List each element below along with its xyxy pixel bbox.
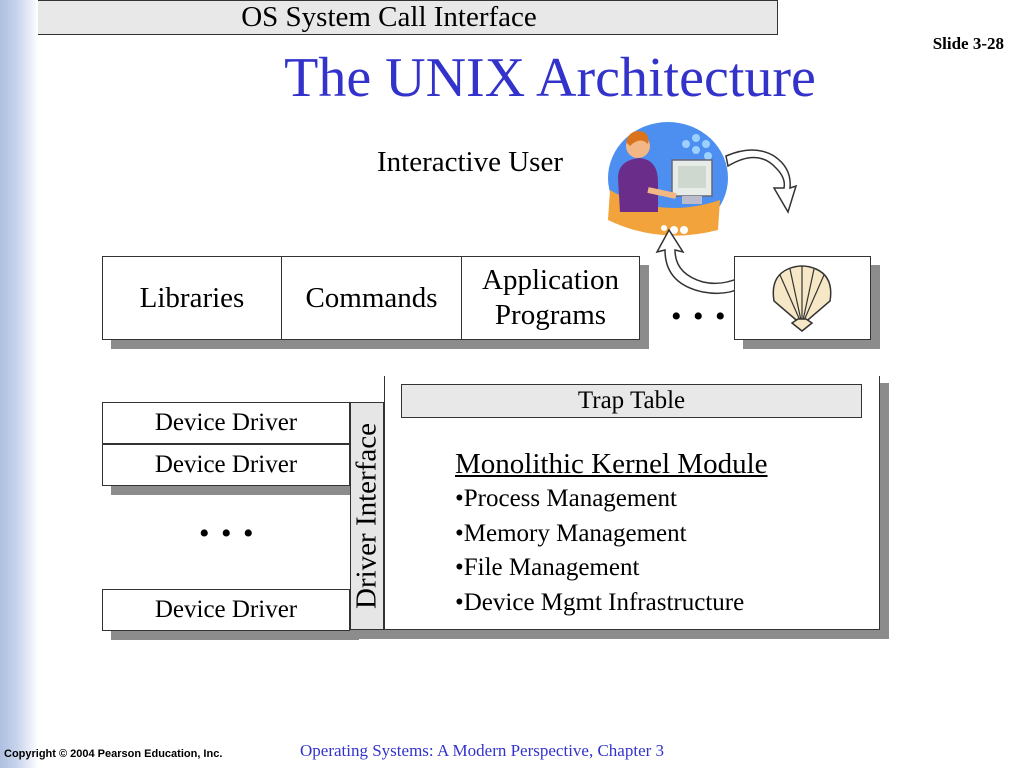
- kernel-module-text: Monolithic Kernel Module •Process Manage…: [455, 446, 768, 620]
- application-label-line2: Programs: [494, 299, 607, 331]
- trap-table-label: Trap Table: [577, 387, 686, 414]
- curved-arrow-icon: [655, 228, 742, 295]
- shell-icon: [772, 265, 832, 332]
- libraries-box: Libraries: [102, 256, 282, 340]
- device-driver-3: Device Driver: [102, 589, 350, 631]
- device-driver-2: Device Driver: [102, 444, 350, 486]
- trap-table: Trap Table: [401, 384, 862, 418]
- libraries-label: Libraries: [139, 281, 245, 314]
- commands-label: Commands: [305, 281, 438, 314]
- os-system-call-interface: OS System Call Interface: [0, 0, 778, 35]
- syscall-label: OS System Call Interface: [241, 1, 537, 33]
- slide-sidebar-gradient: [0, 0, 38, 768]
- device-driver-label: Device Driver: [154, 596, 298, 623]
- kernel-box: [384, 376, 880, 630]
- copyright-footer: Copyright © 2004 Pearson Education, Inc.: [4, 748, 223, 760]
- driver-interface-bar: [350, 402, 384, 630]
- course-footer: Operating Systems: A Modern Perspective,…: [300, 741, 665, 760]
- application-label-line1: Application: [482, 264, 619, 297]
- device-driver-1: Device Driver: [102, 402, 350, 444]
- kernel-item: •File Management: [455, 554, 640, 581]
- slide-number: Slide 3-28: [932, 34, 1004, 53]
- kernel-module-title: Monolithic Kernel Module: [455, 448, 768, 480]
- commands-box: Commands: [281, 256, 462, 340]
- user-at-computer-icon: [608, 122, 728, 236]
- ellipsis-top: • • •: [671, 300, 728, 333]
- ellipsis-drivers: • • •: [199, 517, 256, 550]
- device-driver-label: Device Driver: [154, 451, 298, 478]
- kernel-item: •Process Management: [455, 485, 677, 512]
- curved-arrow-icon: [725, 149, 798, 214]
- kernel-item: •Device Mgmt Infrastructure: [455, 588, 745, 616]
- slide-title: The UNIX Architecture: [284, 47, 816, 109]
- interactive-user-label: Interactive User: [377, 146, 563, 178]
- device-driver-label: Device Driver: [154, 409, 298, 436]
- kernel-item: •Memory Management: [455, 519, 687, 547]
- driver-interface-label: Driver Interface: [350, 423, 383, 609]
